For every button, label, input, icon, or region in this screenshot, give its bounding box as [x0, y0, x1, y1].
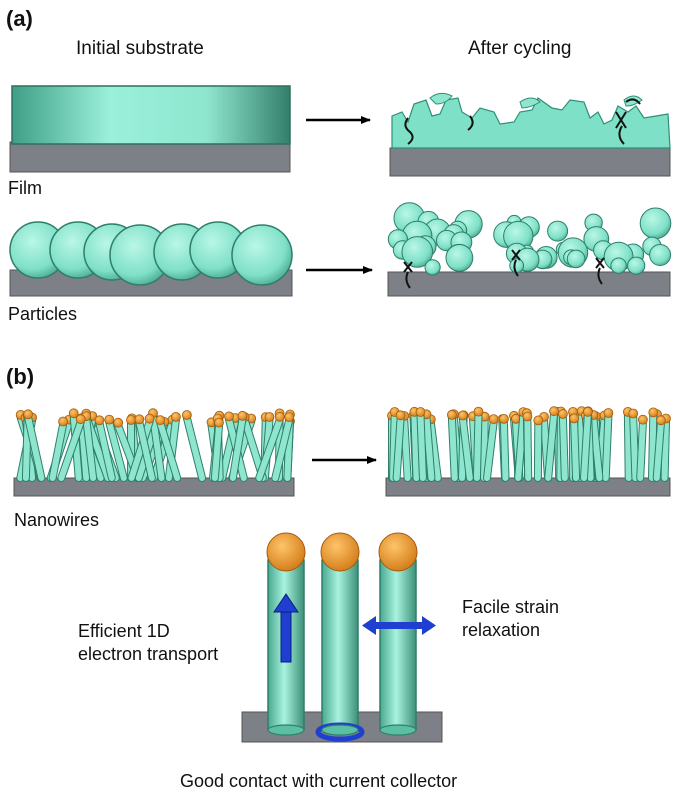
- row-label-nanowires: Nanowires: [14, 510, 100, 530]
- strain-relaxation-arrow: [362, 616, 436, 635]
- row-label-film: Film: [8, 178, 42, 198]
- panel-b-label: (b): [6, 364, 35, 389]
- film-after-cycling: [389, 92, 671, 177]
- panel-a-label: (a): [6, 6, 33, 31]
- catalyst-cap-middle: [320, 532, 360, 572]
- column-header-after: After cycling: [468, 38, 572, 59]
- particles-initial: [9, 221, 293, 297]
- annotation-current-collector-contact: Good contact with current collector: [180, 771, 458, 791]
- nanowires-initial: [13, 408, 295, 497]
- particles-after-cycling: [387, 202, 672, 297]
- annotation-strain-relaxation: Facile strain relaxation: [462, 597, 560, 640]
- film-initial: [9, 85, 291, 173]
- nanowire-middle: [321, 559, 359, 731]
- nanowires-after-cycling: [385, 406, 671, 497]
- catalyst-cap-right: [378, 532, 418, 572]
- nanowire-right: [379, 559, 417, 731]
- row-label-particles: Particles: [8, 304, 78, 324]
- electron-transport-arrow: [273, 593, 299, 663]
- column-header-initial: Initial substrate: [76, 38, 204, 59]
- annotation-electron-transport: Efficient 1D electron transport: [78, 621, 219, 664]
- catalyst-cap-left: [266, 532, 306, 572]
- nanowire-detail: [241, 532, 443, 743]
